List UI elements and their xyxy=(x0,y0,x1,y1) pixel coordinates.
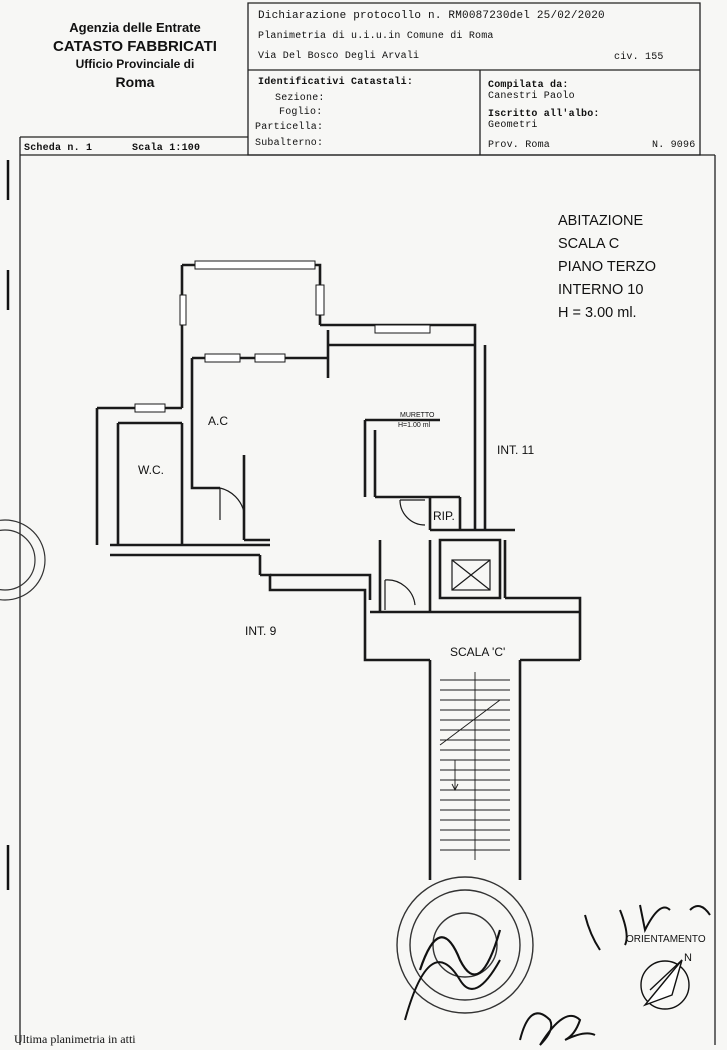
iscritto-value: Geometri xyxy=(488,120,538,131)
agency-block: Agenzia delle Entrate CATASTO FABBRICATI… xyxy=(40,20,230,90)
sezione-label: Sezione: xyxy=(275,93,325,104)
scheda-frame xyxy=(19,136,248,155)
label-rip: RIP. xyxy=(433,509,455,523)
compilata-name: Canestri Paolo xyxy=(488,91,575,102)
info-height: H = 3.00 ml. xyxy=(558,305,637,321)
subalterno-label: Subalterno: xyxy=(255,138,324,149)
label-int9: INT. 9 xyxy=(245,624,277,638)
label-wc: W.C. xyxy=(138,463,164,477)
orientamento-label: ORIENTAMENTO xyxy=(626,934,706,945)
info-scala: SCALA C xyxy=(558,236,620,252)
iscritto-label: Iscritto all'albo: xyxy=(488,109,600,120)
prov-label: Prov. Roma xyxy=(488,140,551,151)
info-interno: INTERNO 10 xyxy=(558,282,644,298)
scheda-label: Scheda n. 1 xyxy=(24,143,93,154)
office-label: Ufficio Provinciale di xyxy=(75,57,195,71)
info-abitazione: ABITAZIONE xyxy=(558,213,644,229)
label-int11: INT. 11 xyxy=(497,443,535,457)
info-piano: PIANO TERZO xyxy=(558,259,657,275)
label-scala-c: SCALA 'C' xyxy=(450,645,506,659)
label-muretto: MURETTO xyxy=(400,412,435,419)
civ-text: civ. 155 xyxy=(614,52,664,63)
office-city: Roma xyxy=(115,74,155,90)
scala-label: Scala 1:100 xyxy=(132,143,201,154)
planimetria-text: Planimetria di u.i.u.in Comune di Roma xyxy=(258,31,494,42)
catasto-title: CATASTO FABBRICATI xyxy=(53,38,217,55)
loggia-outline xyxy=(182,263,322,325)
footer-note: Ultima planimetria in atti xyxy=(14,1032,136,1046)
north-label: N xyxy=(684,952,692,964)
edge-seal xyxy=(0,519,46,601)
label-ac: A.C xyxy=(208,414,229,428)
header-frame xyxy=(247,2,701,156)
registration-number: N. 9096 xyxy=(652,140,696,151)
compilata-label: Compilata da: xyxy=(488,80,569,91)
label-muretto-height: H=1.00 ml xyxy=(398,422,431,429)
compass-icon xyxy=(640,959,690,1010)
signature-marks xyxy=(519,904,711,1046)
foglio-label: Foglio: xyxy=(279,107,323,118)
info-block: ABITAZIONE SCALA C PIANO TERZO INTERNO 1… xyxy=(558,210,656,325)
agency-name: Agenzia delle Entrate xyxy=(69,20,201,35)
identificativi-title: Identificativi Catastali: xyxy=(258,77,414,88)
cadastre-seal xyxy=(396,876,534,1021)
address-text: Via Del Bosco Degli Arvali xyxy=(258,51,420,62)
protocol-text: Dichiarazione protocollo n. RM0087230del… xyxy=(258,10,605,22)
particella-label: Particella: xyxy=(255,122,324,133)
